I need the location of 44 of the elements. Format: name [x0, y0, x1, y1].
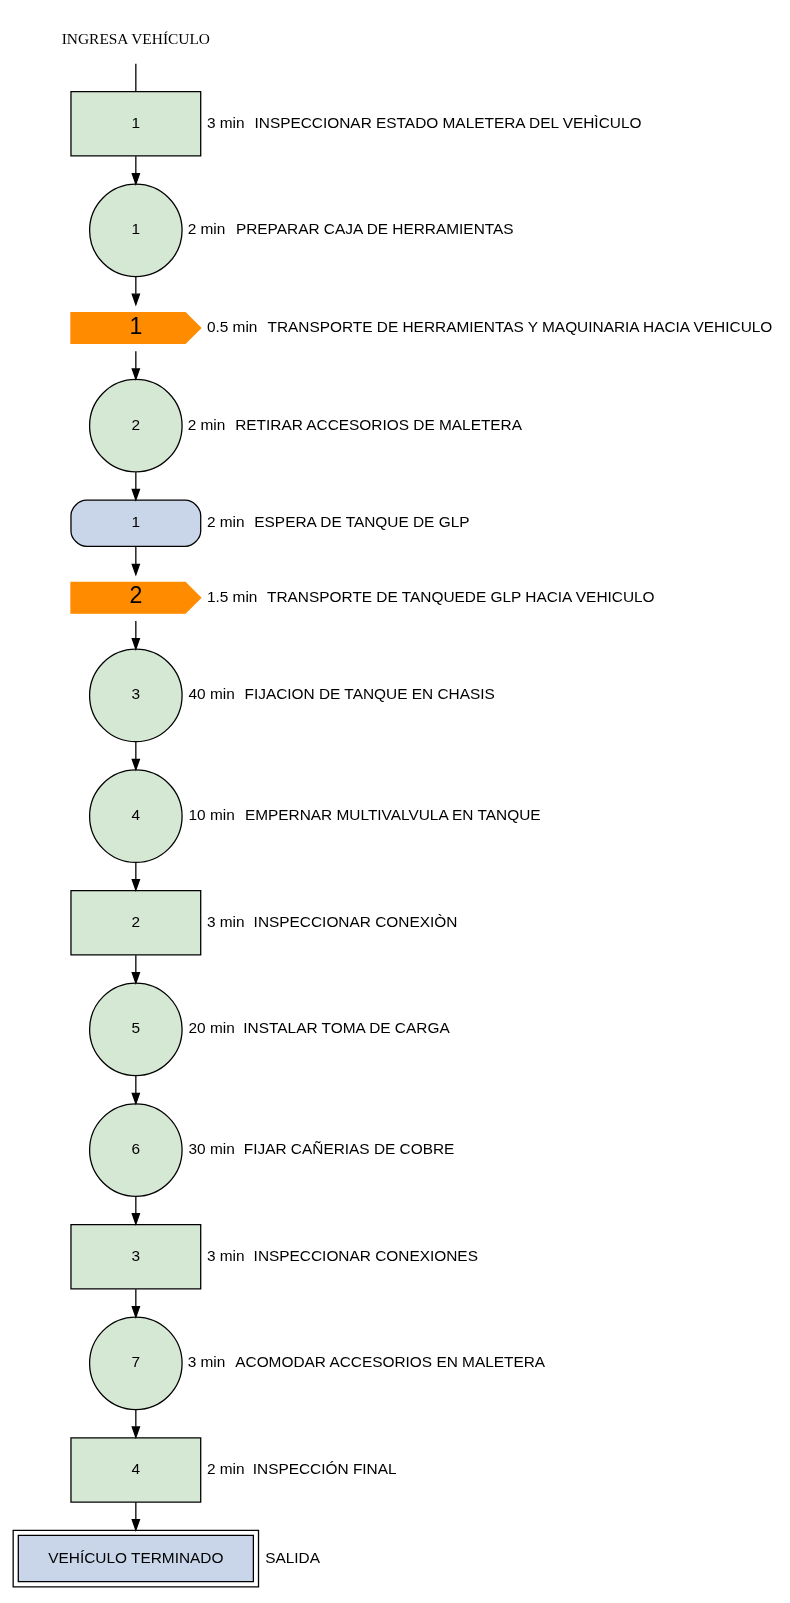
node-label: INSTALAR TOMA DE CARGA [243, 1018, 450, 1036]
node-circle: 2 [88, 378, 183, 472]
connector [135, 62, 137, 92]
node-label: 3 min [206, 1246, 245, 1264]
node-label: 2 min [206, 512, 245, 530]
node-label: INSPECCIÓN FINAL [252, 1459, 397, 1477]
node-label: 3 min [206, 113, 245, 131]
node-label: 0.5 min [206, 317, 258, 335]
node-label: EMPERNAR MULTIVALVULA EN TANQUE [244, 805, 541, 823]
node-label: 2 min [187, 415, 226, 433]
node-circle: 4 [88, 768, 183, 863]
node-label: SALIDA [265, 1548, 320, 1566]
node-label: 20 min [188, 1018, 235, 1036]
node-label: PREPARAR CAJA DE HERRAMIENTAS [235, 219, 514, 237]
node-label: INSPECCIONAR CONEXIÒN [253, 912, 458, 930]
node-label: FIJACION DE TANQUE EN CHASIS [244, 684, 495, 702]
node-label: 30 min [188, 1139, 235, 1157]
node-circle: 1 [88, 183, 183, 277]
node-label: INSPECCIONAR ESTADO MALETERA DEL VEHÌCULO [254, 113, 642, 131]
node-label: 3 min [187, 1352, 226, 1370]
node-box: 1 [70, 90, 202, 156]
node-label: 10 min [188, 805, 235, 823]
node-circle: 7 [88, 1315, 183, 1410]
node-box: 2 [70, 889, 202, 955]
node-circle: 3 [88, 648, 183, 742]
node-label: ESPERA DE TANQUE DE GLP [254, 512, 470, 530]
node-label: 1.5 min [206, 587, 258, 605]
node-label: 2 min [187, 219, 226, 237]
node-label: FIJAR CAÑERIAS DE COBRE [243, 1139, 455, 1157]
node-box: 1 [70, 499, 202, 547]
node-circle: 5 [88, 982, 183, 1076]
node-text: INGRESA VEHÍCULO [61, 29, 210, 47]
node-label: 3 min [206, 912, 245, 930]
node-label: 40 min [188, 684, 235, 702]
node-label: INSPECCIONAR CONEXIONES [253, 1246, 478, 1264]
node-label: 2 min [206, 1459, 245, 1477]
node-label: TRANSPORTE DE HERRAMIENTAS Y MAQUINARIA HACIA VEHICULO [267, 317, 773, 335]
node-circle: 6 [88, 1102, 183, 1197]
node-box: 4 [70, 1436, 202, 1503]
node-box: VEHÍCULO TERMINADO [12, 1529, 260, 1587]
node-box: 3 [70, 1223, 202, 1289]
node-label: ACOMODAR ACCESORIOS EN MALETERA [235, 1352, 546, 1370]
node-label: TRANSPORTE DE TANQUEDE GLP HACIA VEHICULO [267, 587, 655, 605]
node-label: RETIRAR ACCESORIOS DE MALETERA [235, 415, 523, 433]
